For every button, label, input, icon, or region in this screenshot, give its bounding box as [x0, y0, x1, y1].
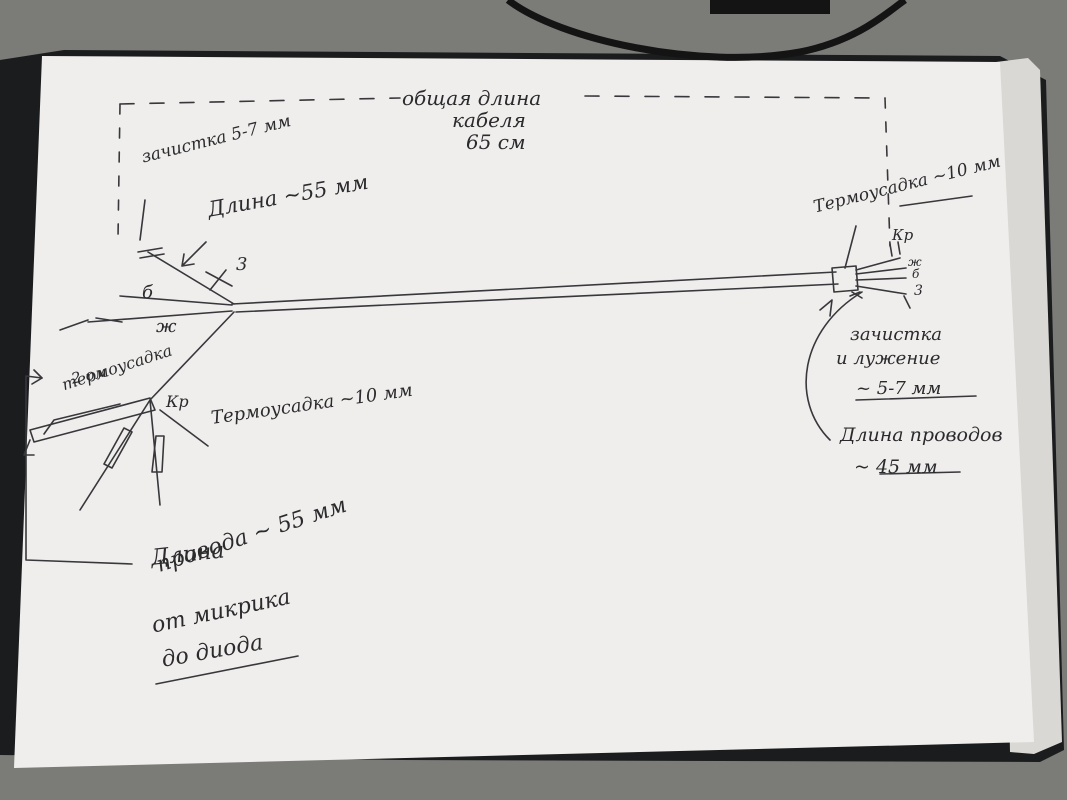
dimension-right-dash [884, 97, 891, 247]
total-length-line1: общая длина [402, 86, 542, 110]
right-strip-line3: ~ 5-7 мм [856, 378, 942, 399]
main-cable-line [231, 271, 837, 305]
right-sleeve-pointer [844, 225, 857, 269]
right-length-line2: ~ 45 мм [854, 456, 938, 478]
right-wire-label-w: б [912, 267, 920, 281]
resistor-return [23, 439, 35, 456]
diode-left [103, 427, 133, 469]
right-wire-tips [889, 241, 911, 309]
paper-sheet [14, 56, 1034, 768]
note-underline [155, 655, 299, 685]
resistor-lead [43, 403, 121, 435]
cable-plug [710, 0, 830, 14]
total-length-line2: кабеля [452, 108, 526, 132]
left-strip-tick [139, 199, 146, 241]
left-wire-w [119, 295, 233, 306]
right-wire-w [855, 277, 907, 281]
right-heatshrink-underline [899, 195, 973, 207]
dimension-top-dash [119, 95, 886, 105]
total-length-line3: 65 см [466, 130, 526, 154]
left-strip-mark [137, 247, 165, 259]
note-bracket-arrow [31, 369, 43, 385]
right-length-arrow [819, 299, 833, 317]
right-wire-label-zh: ж [908, 255, 922, 269]
resistor-body [29, 397, 156, 443]
left-length-arrow [181, 241, 207, 267]
left-wire-diode1 [79, 399, 151, 511]
right-wire-3 [855, 285, 907, 295]
right-length-line1: Длина проводов [840, 424, 1003, 446]
black-cable [505, 0, 907, 61]
note-bracket [25, 375, 133, 565]
right-strip-line2: и лужение [836, 348, 941, 369]
right-wire-zh [855, 267, 907, 275]
main-cable-line-2 [235, 283, 839, 313]
right-strip-line1: зачистка [850, 324, 942, 345]
switch-contacts [59, 317, 123, 331]
left-wire-kr [149, 311, 235, 401]
right-length-curve [805, 291, 863, 441]
left-wire-diode2 [149, 399, 161, 506]
right-sleeve [831, 265, 859, 293]
left-heatshrink-pointer [159, 409, 209, 447]
left-wire-label-w: б [142, 282, 153, 303]
left-wire-label-kr: Кр [166, 392, 189, 411]
left-cross-mark [205, 269, 233, 291]
right-strip-underline [855, 395, 977, 401]
right-wire-kr [855, 257, 901, 271]
right-wire-label-3: 3 [914, 283, 923, 299]
right-length-underline [879, 471, 961, 475]
left-wire-label-3: 3 [236, 254, 248, 275]
left-wire-label-zh: ж [156, 316, 177, 337]
right-wire-label-kr: Кр [892, 226, 914, 244]
left-wire-3 [147, 251, 235, 305]
diode-right [151, 435, 165, 473]
